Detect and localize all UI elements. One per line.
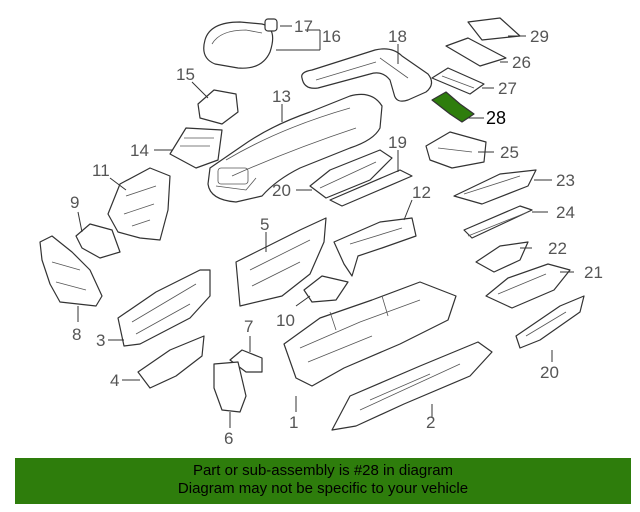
callout-13: 13 bbox=[272, 87, 291, 106]
part-27-trim[interactable] bbox=[431, 67, 485, 95]
part-20-upper-panel[interactable] bbox=[309, 149, 393, 199]
part-24-seal[interactable] bbox=[463, 205, 533, 239]
callout-5: 5 bbox=[260, 215, 269, 234]
part-10-pad[interactable] bbox=[303, 275, 349, 303]
part-26-pad[interactable] bbox=[445, 37, 507, 67]
callout-27: 27 bbox=[498, 79, 517, 98]
callout-19: 19 bbox=[388, 133, 407, 152]
callout-20-upper: 20 bbox=[272, 181, 291, 200]
callout-18: 18 bbox=[388, 27, 407, 46]
part-1-console-base[interactable] bbox=[283, 281, 457, 387]
callout-12: 12 bbox=[412, 183, 431, 202]
part-12-bracket[interactable] bbox=[333, 217, 417, 277]
callout-8: 8 bbox=[72, 325, 81, 344]
callout-15: 15 bbox=[176, 65, 195, 84]
part-2-console-frame[interactable] bbox=[331, 341, 493, 431]
banner-line-1: Part or sub-assembly is #28 in diagram bbox=[192, 462, 454, 479]
part-17-clip[interactable] bbox=[264, 18, 278, 32]
callout-10: 10 bbox=[276, 311, 295, 330]
part-3-panel[interactable] bbox=[117, 269, 211, 347]
banner-line-2: Diagram may not be specific to your vehi… bbox=[177, 480, 469, 497]
part-25-bracket[interactable] bbox=[425, 131, 487, 169]
callout-17: 17 bbox=[294, 17, 313, 36]
callout-2: 2 bbox=[426, 413, 435, 432]
callout-26: 26 bbox=[512, 53, 531, 72]
callout-1: 1 bbox=[289, 413, 298, 432]
part-22-bracket[interactable] bbox=[475, 241, 529, 273]
callout-25: 25 bbox=[500, 143, 519, 162]
part-29-pad[interactable] bbox=[467, 17, 521, 41]
info-banner: Part or sub-assembly is #28 in diagram D… bbox=[15, 458, 631, 504]
part-7-bracket[interactable] bbox=[229, 349, 263, 373]
part-6-seal[interactable] bbox=[213, 361, 247, 413]
part-20-lower-trim[interactable] bbox=[515, 295, 585, 349]
part-14-switch-panel[interactable] bbox=[169, 127, 223, 169]
part-9-clip[interactable] bbox=[75, 223, 121, 259]
part-19-trim-strip[interactable] bbox=[329, 169, 413, 207]
part-28-highlighted[interactable] bbox=[431, 91, 475, 123]
callout-20-lower: 20 bbox=[540, 363, 559, 382]
part-13-console-top[interactable] bbox=[207, 93, 383, 203]
callout-21: 21 bbox=[584, 263, 603, 282]
callout-14: 14 bbox=[130, 141, 149, 160]
part-18-trim-bezel[interactable] bbox=[301, 48, 433, 102]
callout-6: 6 bbox=[224, 429, 233, 448]
callout-29: 29 bbox=[530, 27, 549, 46]
callout-28-highlighted: 28 bbox=[486, 108, 506, 128]
part-11-bracket-assembly[interactable] bbox=[107, 167, 171, 241]
callout-11: 11 bbox=[92, 161, 110, 180]
part-8-side-panel[interactable] bbox=[39, 235, 103, 307]
part-23-trim[interactable] bbox=[453, 169, 537, 205]
callout-3: 3 bbox=[96, 331, 105, 350]
part-4-panel[interactable] bbox=[137, 335, 205, 389]
parts-diagram: 1 2 3 4 5 6 7 8 9 10 11 12 13 14 15 16 1… bbox=[39, 17, 603, 448]
callout-9: 9 bbox=[70, 193, 79, 212]
callout-4: 4 bbox=[110, 371, 119, 390]
part-5-side-trim[interactable] bbox=[235, 217, 327, 307]
callout-16: 16 bbox=[322, 27, 341, 46]
part-16-armrest-lid[interactable] bbox=[203, 21, 274, 69]
callout-7: 7 bbox=[244, 317, 253, 336]
callout-22: 22 bbox=[548, 239, 567, 258]
callout-23: 23 bbox=[556, 171, 575, 190]
callout-24: 24 bbox=[556, 203, 575, 222]
part-21-storage-bin[interactable] bbox=[485, 263, 571, 309]
part-15-bracket[interactable] bbox=[197, 89, 239, 125]
